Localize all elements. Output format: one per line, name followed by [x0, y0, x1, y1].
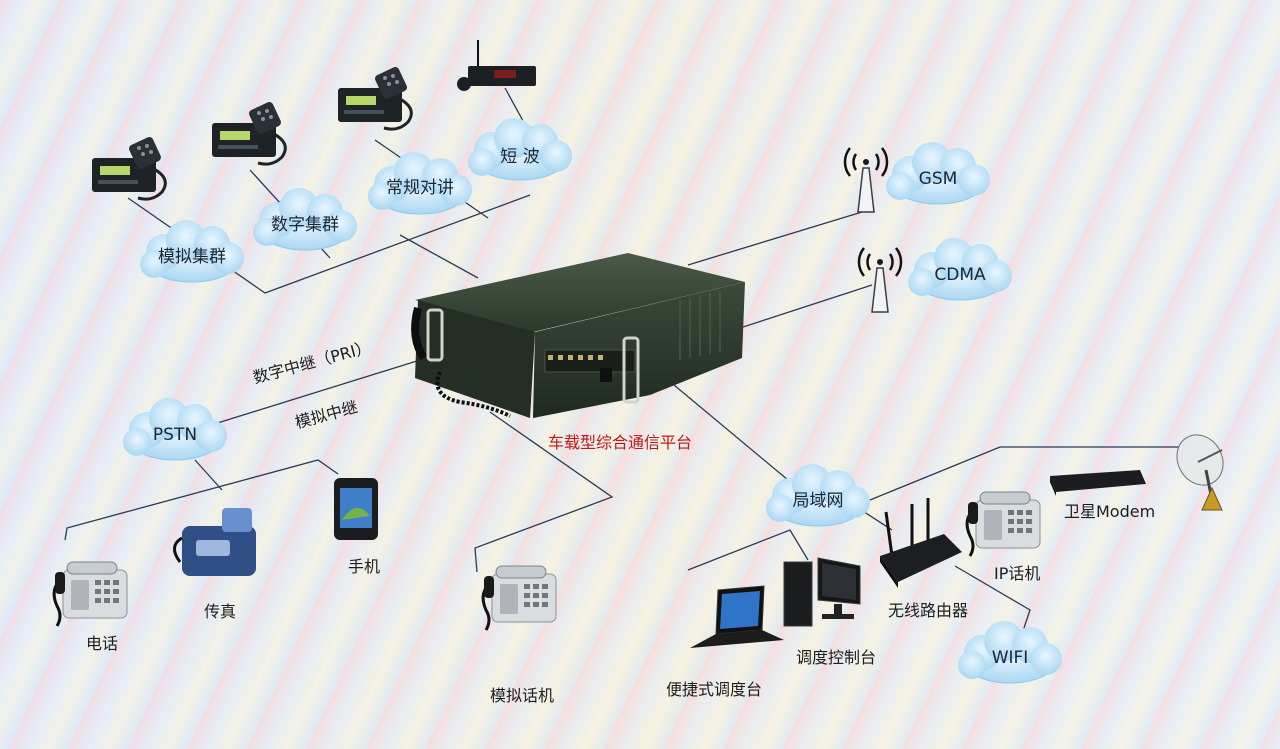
platform-label: 车载型综合通信平台	[548, 433, 693, 452]
analog-phone-label: 模拟话机	[490, 686, 555, 705]
ip-phone-label: IP话机	[994, 564, 1041, 583]
cloud-analog-trunk: 模拟集群	[139, 219, 245, 283]
sat-modem-label: 卫星Modem	[1064, 502, 1156, 521]
cloud-analog-trunk-label: 模拟集群	[158, 247, 226, 267]
cloud-wifi-label: WIFI	[992, 648, 1029, 668]
line-pstn-down	[194, 459, 223, 491]
router-label: 无线路由器	[888, 601, 969, 620]
cloud-gsm: GSM	[885, 141, 991, 205]
line-pstn-bus	[64, 459, 339, 541]
cloud-pstn-label: PSTN	[153, 425, 197, 445]
analog-phone-icon	[481, 564, 558, 632]
connection-lines	[64, 87, 1210, 641]
cloud-lan-label: 局域网	[793, 491, 844, 511]
analog-trunk-radio-icon	[90, 134, 167, 201]
cloud-lan: 局域网	[765, 463, 871, 527]
cdma-tower-icon	[857, 246, 903, 314]
mobile-phone-icon	[334, 478, 378, 540]
line-pstn-trunk	[194, 359, 421, 431]
cloud-digital-trunk: 数字集群	[252, 187, 358, 251]
cloud-shortwave: 短 波	[467, 117, 573, 181]
line-gsm	[687, 211, 863, 266]
console-pc-icon	[783, 557, 861, 627]
line-lan-pcs	[687, 529, 809, 571]
gsm-tower-icon	[843, 146, 889, 214]
laptop-icon	[690, 585, 784, 648]
cloud-conventional-label: 常规对讲	[386, 178, 454, 198]
line-bus-platform	[399, 234, 479, 279]
cloud-conventional: 常规对讲	[367, 151, 473, 215]
digital-trunk-radio-icon	[210, 99, 287, 166]
cloud-shortwave-label: 短 波	[500, 147, 539, 167]
telephone-label: 电话	[86, 634, 119, 653]
line-lan-satellite	[869, 446, 1210, 501]
fax-label: 传真	[204, 602, 237, 621]
ip-phone-icon	[965, 490, 1042, 558]
line-platform-lan	[667, 379, 789, 481]
mobile-label: 手机	[348, 557, 381, 576]
line-analog-phone	[474, 411, 614, 573]
cloud-digital-trunk-label: 数字集群	[271, 215, 339, 235]
cloud-cdma: CDMA	[907, 237, 1013, 301]
wireless-router-icon	[880, 498, 962, 588]
console-label: 调度控制台	[796, 648, 877, 667]
cloud-pstn: PSTN	[122, 397, 228, 461]
telephone-icon	[52, 560, 129, 628]
conventional-radio-icon	[336, 64, 413, 131]
line-cdma	[739, 284, 873, 329]
satellite-dish-icon	[1176, 434, 1224, 511]
satellite-modem-icon	[1050, 470, 1146, 496]
laptop-label: 便捷式调度台	[666, 680, 763, 699]
fax-icon	[173, 508, 256, 576]
platform-device-icon	[411, 253, 745, 418]
cloud-wifi: WIFI	[957, 620, 1063, 684]
shortwave-radio-icon	[457, 40, 536, 91]
cloud-gsm-label: GSM	[919, 169, 958, 189]
cloud-cdma-label: CDMA	[934, 265, 986, 285]
